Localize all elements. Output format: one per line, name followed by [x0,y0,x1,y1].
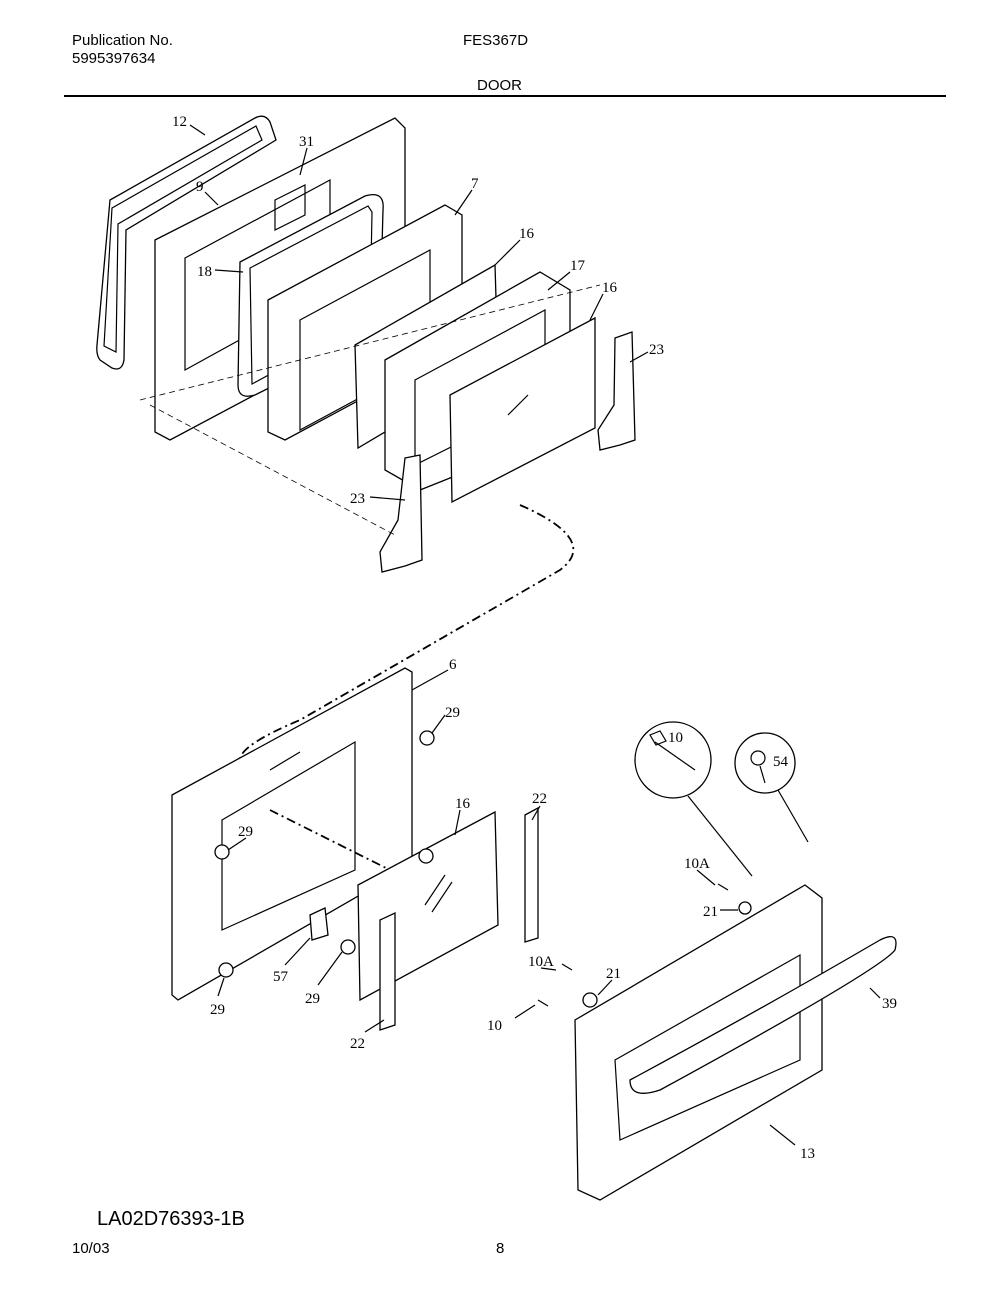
callout-7: 7 [471,176,479,192]
hinge-23-left [379,454,423,573]
channel-22-right [524,806,539,943]
glass-16b [449,316,596,504]
bumpers-29 [214,730,435,978]
callout-16: 16 [455,796,471,812]
callout-16: 16 [519,226,535,242]
fasteners [537,883,752,1008]
channel-22-left [379,911,396,1031]
callout-21: 21 [703,904,718,920]
section-title: DOOR [477,77,522,94]
callout-9: 9 [196,179,204,195]
callout-10a: 10A [684,856,710,872]
callout-22: 22 [350,1036,365,1052]
page-number: 8 [496,1240,505,1257]
callout-29: 29 [238,824,253,840]
door-gasket-12 [96,115,277,370]
callout-10: 10 [668,730,683,746]
callout-17: 17 [570,258,586,274]
callout-16: 16 [602,280,618,296]
hinge-23-right [597,331,636,451]
callout-31: 31 [299,134,314,150]
clip-57 [309,907,329,941]
callout-10: 10 [487,1018,502,1034]
callout-57: 57 [273,969,289,985]
callout-29: 29 [210,1002,225,1018]
leader-lines [189,124,881,1146]
callout-22: 22 [532,791,547,807]
callout-13: 13 [800,1146,815,1162]
callout-39: 39 [882,996,897,1012]
publication-label: Publication No. [72,32,173,49]
callout-54: 54 [773,754,789,770]
callout-12: 12 [172,114,187,130]
handle-39 [629,936,897,1094]
model-number: FES367D [463,32,529,49]
callout-21: 21 [606,966,621,982]
callout-18: 18 [197,264,212,280]
screw-detail-10 [634,721,712,799]
callout-29: 29 [445,705,460,721]
screw-detail-54 [734,732,796,794]
callout-23: 23 [350,491,365,507]
callout-29: 29 [305,991,320,1007]
header-rule [64,95,946,97]
publication-number: 5995397634 [72,50,156,67]
footer-date: 10/03 [72,1240,110,1257]
callout-23: 23 [649,342,664,358]
diagram-id: LA02D76393-1B [97,1208,245,1230]
callout-6: 6 [449,657,457,673]
callout-10a: 10A [528,954,554,970]
